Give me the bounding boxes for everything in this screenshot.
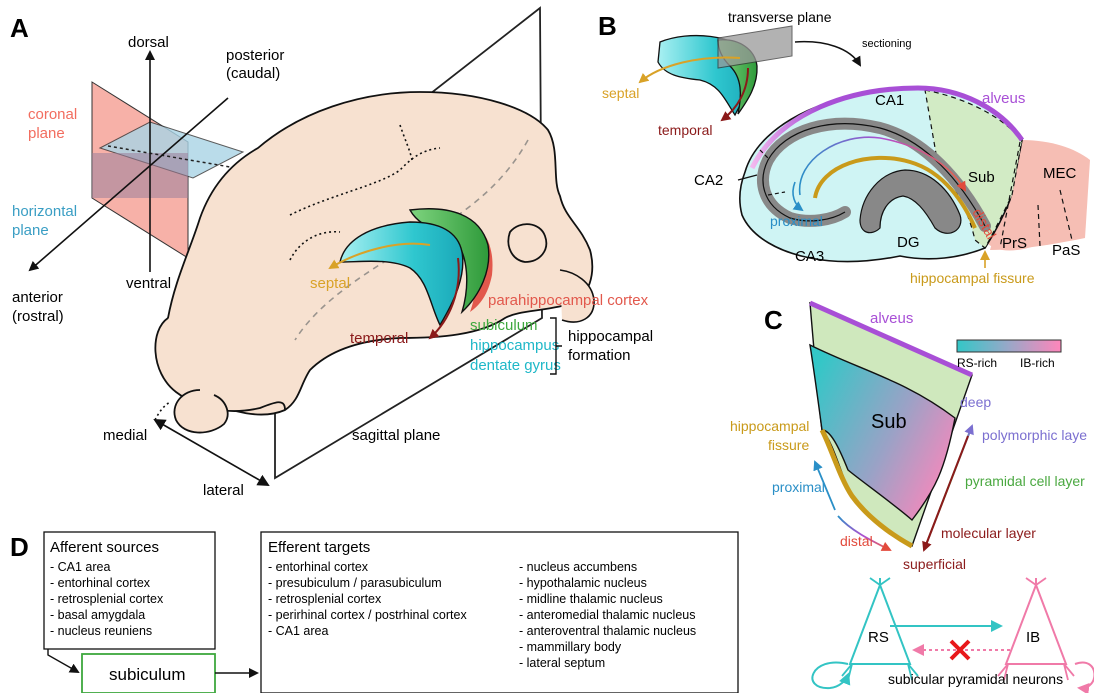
sub-label-b: Sub	[968, 169, 995, 186]
proximal-label-b: proximal	[770, 213, 823, 229]
panel-b-label: B	[598, 11, 617, 41]
parahippocampal-label: parahippocampal cortex	[488, 292, 649, 309]
pas-label: PaS	[1052, 242, 1080, 259]
posterior-label: posterior	[226, 47, 284, 64]
afferent-to-subiculum-arrow	[48, 649, 78, 672]
brain	[155, 92, 594, 433]
formation-label-1: hippocampal	[568, 328, 653, 345]
afferent-item: - retrosplenial cortex	[50, 592, 164, 606]
coronal-label: coronal	[28, 106, 77, 123]
transverse-plane-shape	[718, 26, 792, 68]
distal-label-c: distal	[840, 533, 873, 549]
fissure-label-c-1: hippocampal	[730, 418, 809, 434]
molecular-label: molecular layer	[941, 525, 1036, 541]
septal-label-a: septal	[310, 275, 350, 292]
afferent-item: - nucleus reuniens	[50, 624, 152, 638]
rs-ib-legend	[957, 340, 1061, 352]
efferent-item: - entorhinal cortex	[268, 560, 369, 574]
anterior-label: anterior	[12, 289, 63, 306]
ib-rich-label: IB-rich	[1020, 356, 1055, 370]
transverse-label: transverse plane	[728, 9, 832, 25]
formation-label-2: formation	[568, 347, 631, 364]
sectioning-arrow	[795, 42, 860, 65]
efferent-item: - midline thalamic nucleus	[519, 592, 663, 606]
ca1-label: CA1	[875, 92, 904, 109]
polymorphic-label: polymorphic laye	[982, 427, 1087, 443]
subiculum-label: subiculum	[470, 317, 538, 334]
efferent-item: - retrosplenial cortex	[268, 592, 382, 606]
dentate-label: dentate gyrus	[470, 357, 561, 374]
medial-label: medial	[103, 427, 147, 444]
rs-rich-label: RS-rich	[957, 356, 997, 370]
rs-neuron	[850, 585, 910, 664]
efferent-item: - anteromedial thalamic nucleus	[519, 608, 695, 622]
ib-self-loop	[1075, 663, 1094, 689]
afferent-item: - entorhinal cortex	[50, 576, 151, 590]
panel-d-label: D	[10, 532, 29, 562]
ca3-label: CA3	[795, 248, 824, 265]
hippocampus-label: hippocampus	[470, 337, 559, 354]
afferent-item: - CA1 area	[50, 560, 110, 574]
alveus-label-c: alveus	[870, 310, 913, 327]
efferent-title: Efferent targets	[268, 539, 370, 556]
septal-label-b: septal	[602, 85, 639, 101]
temporal-label-b: temporal	[658, 122, 712, 138]
panel-c-label: C	[764, 305, 783, 335]
efferent-item: - presubiculum / parasubiculum	[268, 576, 442, 590]
efferent-item: - CA1 area	[268, 624, 328, 638]
efferent-item: - mammillary body	[519, 640, 622, 654]
temporal-label-a: temporal	[350, 330, 408, 347]
subiculum-box-label: subiculum	[109, 665, 186, 684]
sagittal-label: sagittal plane	[352, 427, 440, 444]
fissure-label-c-2: fissure	[768, 437, 809, 453]
horizontal-label: horizontal	[12, 203, 77, 220]
afferent-item: - basal amygdala	[50, 608, 145, 622]
lateral-label: lateral	[203, 482, 244, 499]
mec-label: MEC	[1043, 165, 1077, 182]
deep-label: deep	[960, 394, 991, 410]
afferent-title: Afferent sources	[50, 539, 159, 556]
fissure-label-b: hippocampal fissure	[910, 270, 1035, 286]
rs-label: RS	[868, 629, 889, 646]
sub-label-c: Sub	[871, 411, 907, 433]
efferent-item: - lateral septum	[519, 656, 605, 670]
horizontal-plane-label: plane	[12, 222, 49, 239]
rostral-label: (rostral)	[12, 308, 64, 325]
efferent-item: - hypothalamic nucleus	[519, 576, 647, 590]
pyramidal-label: pyramidal cell layer	[965, 473, 1085, 489]
superficial-label: superficial	[903, 556, 966, 572]
efferent-item: - anteroventral thalamic nucleus	[519, 624, 696, 638]
medial-line	[155, 402, 170, 420]
coronal-plane-label: plane	[28, 125, 65, 142]
efferent-item: - perirhinal cortex / postrhinal cortex	[268, 608, 467, 622]
alveus-label-b: alveus	[982, 90, 1025, 107]
brain-cerebellum	[508, 224, 546, 262]
proximal-label-c: proximal	[772, 479, 825, 495]
sectioning-label: sectioning	[862, 38, 912, 50]
neurons-label: subicular pyramidal neurons	[888, 671, 1063, 687]
ib-label: IB	[1026, 629, 1040, 646]
dg-label: DG	[897, 234, 920, 251]
dorsal-label: dorsal	[128, 34, 169, 51]
prs-label: PrS	[1002, 235, 1027, 252]
ib-neuron	[1006, 585, 1066, 664]
panel-a-label: A	[10, 13, 29, 43]
ca2-label: CA2	[694, 172, 723, 189]
caudal-label: (caudal)	[226, 65, 280, 82]
efferent-item: - nucleus accumbens	[519, 560, 637, 574]
rs-ib-gradient	[957, 340, 1061, 352]
ventral-label: ventral	[126, 275, 171, 292]
